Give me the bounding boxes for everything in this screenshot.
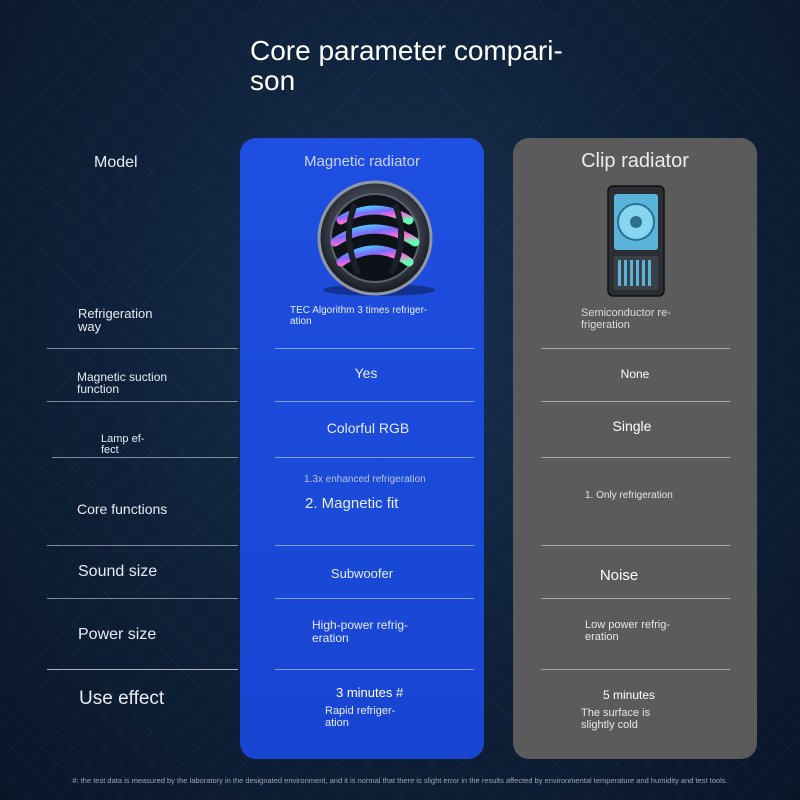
clip-refrigeration-way: Semiconductor re- frigeration [581,307,671,331]
clip-suction-value: None [620,367,650,381]
row-divider [541,401,730,402]
clip-lamp-effect: Single [612,418,652,434]
row-divider [47,669,238,670]
clip-use-effect: 5 minutes [603,688,656,702]
row-divider [541,669,730,670]
row-label-refrigeration-way: Refrigeration way [78,306,153,334]
clip-sound-size: Noise [599,567,639,584]
row-label-lamp-effect: Lamp ef- fect [101,433,145,456]
clip-use-effect-detail: The surface is slightly cold [581,707,651,731]
footnote: #: the test data is measured by the labo… [72,776,728,785]
row-divider [275,401,474,402]
row-label-model: Model [94,154,138,171]
magnetic-refrigeration-way: TEC Algorithm 3 times refriger- ation [290,305,428,327]
row-label-power-size: Power size [78,626,157,643]
clip-power-size: Low power refrig- eration [585,619,670,643]
row-divider [275,457,474,458]
row-divider [541,457,730,458]
row-divider [541,348,730,349]
magnetic-column-header: Magnetic radiator [304,153,420,170]
row-divider [47,401,238,402]
magnetic-core-functions: 2. Magnetic fit [305,495,399,512]
row-label-use-effect: Use effect [79,688,165,709]
magnetic-lamp-effect: Colorful RGB [326,420,410,436]
row-divider [47,545,238,546]
magnetic-use-effect-detail: Rapid refriger- ation [325,705,396,729]
page-title: Core parameter compari- son [250,35,563,96]
row-divider [47,598,238,599]
magnetic-sound-size: Subwoofer [330,566,394,581]
row-divider [541,598,730,599]
row-divider [541,545,730,546]
row-divider [275,598,474,599]
clip-column-header: Clip radiator [581,150,689,172]
magnetic-radiator-product-image [317,180,435,296]
row-divider [275,545,474,546]
magnetic-core-functions-enhanced: 1.3x enhanced refrigeration [304,474,426,485]
row-label-magnetic-suction: Magnetic suction function [77,370,168,396]
row-divider [275,669,474,670]
clip-core-functions: 1. Only refrigeration [585,490,673,501]
magnetic-suction-value: Yes [354,365,378,381]
magnetic-use-effect: 3 minutes # [336,685,404,700]
row-divider [47,348,238,349]
row-label-core-functions: Core functions [77,501,168,517]
row-divider [52,457,238,458]
row-label-sound-size: Sound size [78,563,158,580]
magnetic-power-size: High-power refrig- eration [312,618,409,645]
row-divider [275,348,474,349]
clip-radiator-product-image [607,185,665,297]
